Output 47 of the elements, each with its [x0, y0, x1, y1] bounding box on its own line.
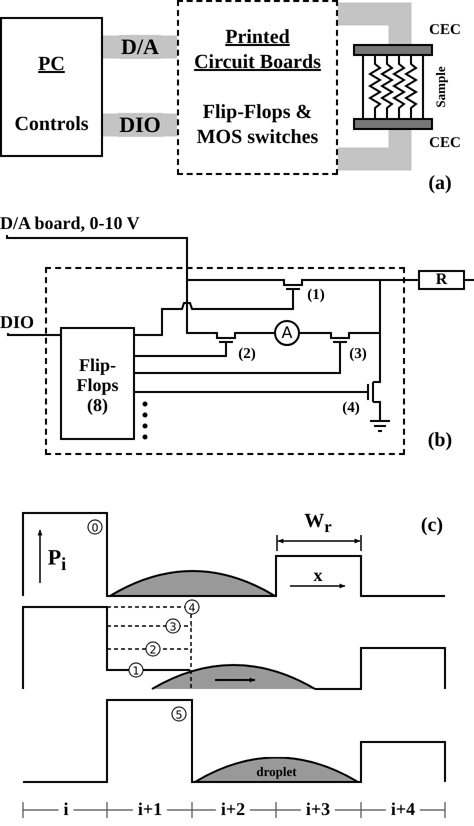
- wire: [135, 352, 227, 357]
- transistor-number: (3): [349, 346, 367, 362]
- wire: [379, 404, 381, 420]
- edge-label: D/A: [119, 34, 161, 60]
- wire: [238, 332, 274, 334]
- meter-letter: A: [280, 322, 294, 344]
- signal-label: DIO: [0, 312, 34, 333]
- wire: [7, 333, 60, 336]
- flip-flop-box: [60, 327, 135, 440]
- ammeter-symbol: [274, 320, 300, 346]
- wire: [135, 299, 294, 336]
- box-title: PC: [37, 52, 66, 76]
- axis-label: x: [314, 566, 322, 586]
- resistor-symbol: [418, 270, 465, 290]
- box-label: Controls: [13, 112, 90, 136]
- wire: [300, 332, 328, 334]
- electrode-label: CEC: [429, 22, 461, 38]
- signal-label: D/A board, 0-10 V: [0, 212, 140, 235]
- edge-label: DIO: [117, 112, 163, 138]
- droplet-label: droplet: [255, 765, 298, 779]
- resistor-letter: R: [434, 272, 448, 288]
- wire: [135, 352, 341, 374]
- wire: [6, 234, 214, 334]
- wire: [135, 391, 362, 393]
- board-outline: [45, 267, 405, 455]
- circled-number: 2: [146, 642, 160, 656]
- circled-number: 3: [166, 618, 180, 634]
- panel-label: (b): [428, 429, 452, 451]
- dimension-label: W$_{r}$: [304, 510, 332, 536]
- board-box: [177, 0, 338, 175]
- transistor-number: (2): [238, 346, 256, 362]
- electrode-label: CEC: [429, 134, 461, 152]
- circled-number: 0: [88, 520, 102, 534]
- circled-number: 4: [184, 600, 200, 614]
- box-title: Printed Circuit Boards: [193, 25, 322, 75]
- transistor-number: (4): [342, 400, 360, 416]
- box-label: Flip-Flops & MOS switches: [196, 100, 320, 150]
- axis-label: P$_{i}$: [48, 546, 66, 574]
- wire: [465, 279, 474, 281]
- panel-label: (c): [420, 514, 444, 536]
- sample-label: Sample: [434, 66, 448, 108]
- box-label: Flip- Flops (8): [75, 355, 120, 415]
- circled-number: 5: [172, 706, 186, 722]
- panel-label: (a): [428, 172, 452, 194]
- computer-box: [0, 17, 103, 157]
- circled-number: 1: [128, 662, 144, 678]
- transistor-number: (1): [307, 286, 325, 304]
